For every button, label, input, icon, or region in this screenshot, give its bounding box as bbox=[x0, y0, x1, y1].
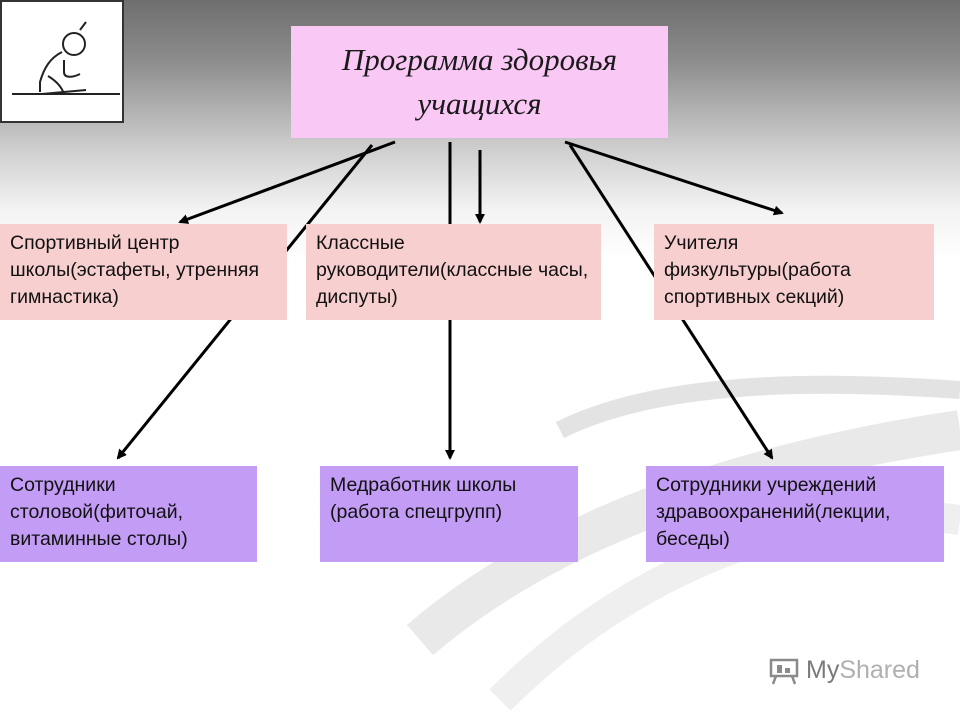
box-canteen-staff-text: Сотрудники столовой(фиточай, витаминные … bbox=[10, 474, 188, 550]
box-pe-teachers-text: Учителя физкультуры(работа спортивных се… bbox=[664, 232, 851, 308]
arrow-to-sport-center bbox=[178, 140, 396, 224]
box-pe-teachers: Учителя физкультуры(работа спортивных се… bbox=[654, 224, 934, 320]
logo-image bbox=[0, 0, 124, 123]
box-sport-center-text: Спортивный центр школы(эстафеты, утрення… bbox=[10, 232, 260, 308]
box-health-staff-text: Сотрудники учреждений здравоохранений(ле… bbox=[656, 474, 891, 550]
presentation-board-icon bbox=[769, 658, 799, 684]
box-class-teachers-text: Классные руководители(классные часы, дис… bbox=[316, 232, 589, 308]
watermark-shared: Shared bbox=[839, 656, 920, 684]
myshared-watermark: MyShared bbox=[768, 656, 920, 685]
box-sport-center: Спортивный центр школы(эстафеты, утрення… bbox=[0, 224, 287, 320]
program-title-text: Программа здоровья учащихся bbox=[341, 42, 618, 121]
arrow-to-pe-teachers bbox=[564, 140, 784, 216]
watermark-my: My bbox=[806, 656, 840, 684]
box-school-medic-text: Медработник школы (работа спецгрупп) bbox=[330, 474, 517, 523]
box-canteen-staff: Сотрудники столовой(фиточай, витаминные … bbox=[0, 466, 257, 562]
box-school-medic: Медработник школы (работа спецгрупп) bbox=[320, 466, 578, 562]
program-title: Программа здоровья учащихся bbox=[291, 26, 668, 138]
box-class-teachers: Классные руководители(классные часы, дис… bbox=[306, 224, 601, 320]
box-health-staff: Сотрудники учреждений здравоохранений(ле… bbox=[646, 466, 944, 562]
student-drawing-icon bbox=[12, 21, 120, 95]
